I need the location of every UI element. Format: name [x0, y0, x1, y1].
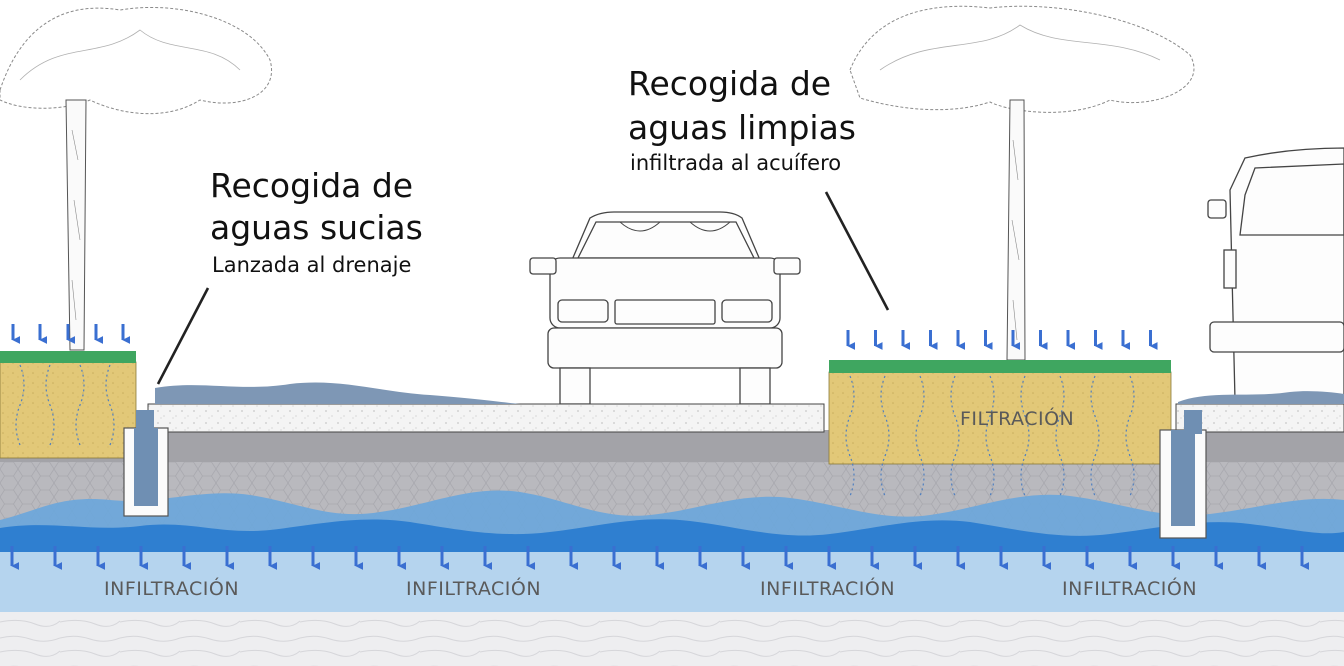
callout-dirty-title-2: aguas sucias [210, 208, 423, 247]
callout-leader-dirty [156, 287, 210, 385]
van-icon [1207, 147, 1344, 401]
callout-clean-subtitle: infiltrada al acuífero [630, 151, 842, 175]
infiltration-label: INFILTRACIÓN [1062, 578, 1198, 600]
callout-dirty-subtitle: Lanzada al drenaje [212, 253, 412, 277]
infiltration-label: INFILTRACIÓN [760, 578, 896, 600]
callout-leader-clean [824, 191, 890, 311]
aquifer-layer [0, 542, 1344, 612]
tree-icon [849, 5, 1195, 361]
callout-clean-title-2: aguas limpias [628, 108, 857, 147]
callout-dirty-title-1: Recogida de [210, 166, 414, 205]
runoff-water [155, 382, 520, 404]
right-planter [828, 360, 1172, 497]
rain-arrows [11, 324, 1158, 350]
callout-clean-title-1: Recogida de [628, 64, 832, 103]
road-slab [147, 403, 1344, 433]
drain-icon [123, 410, 169, 517]
filtration-label: FILTRACIÓN [960, 408, 1075, 430]
car-icon [529, 211, 801, 405]
drain-icon [1159, 410, 1207, 539]
tree-icon [0, 7, 273, 351]
left-planter [0, 351, 137, 459]
infiltration-label: INFILTRACIÓN [406, 578, 542, 600]
runoff-water [1178, 391, 1344, 404]
infiltration-arrows [10, 546, 1310, 570]
infiltration-label: INFILTRACIÓN [104, 578, 240, 600]
